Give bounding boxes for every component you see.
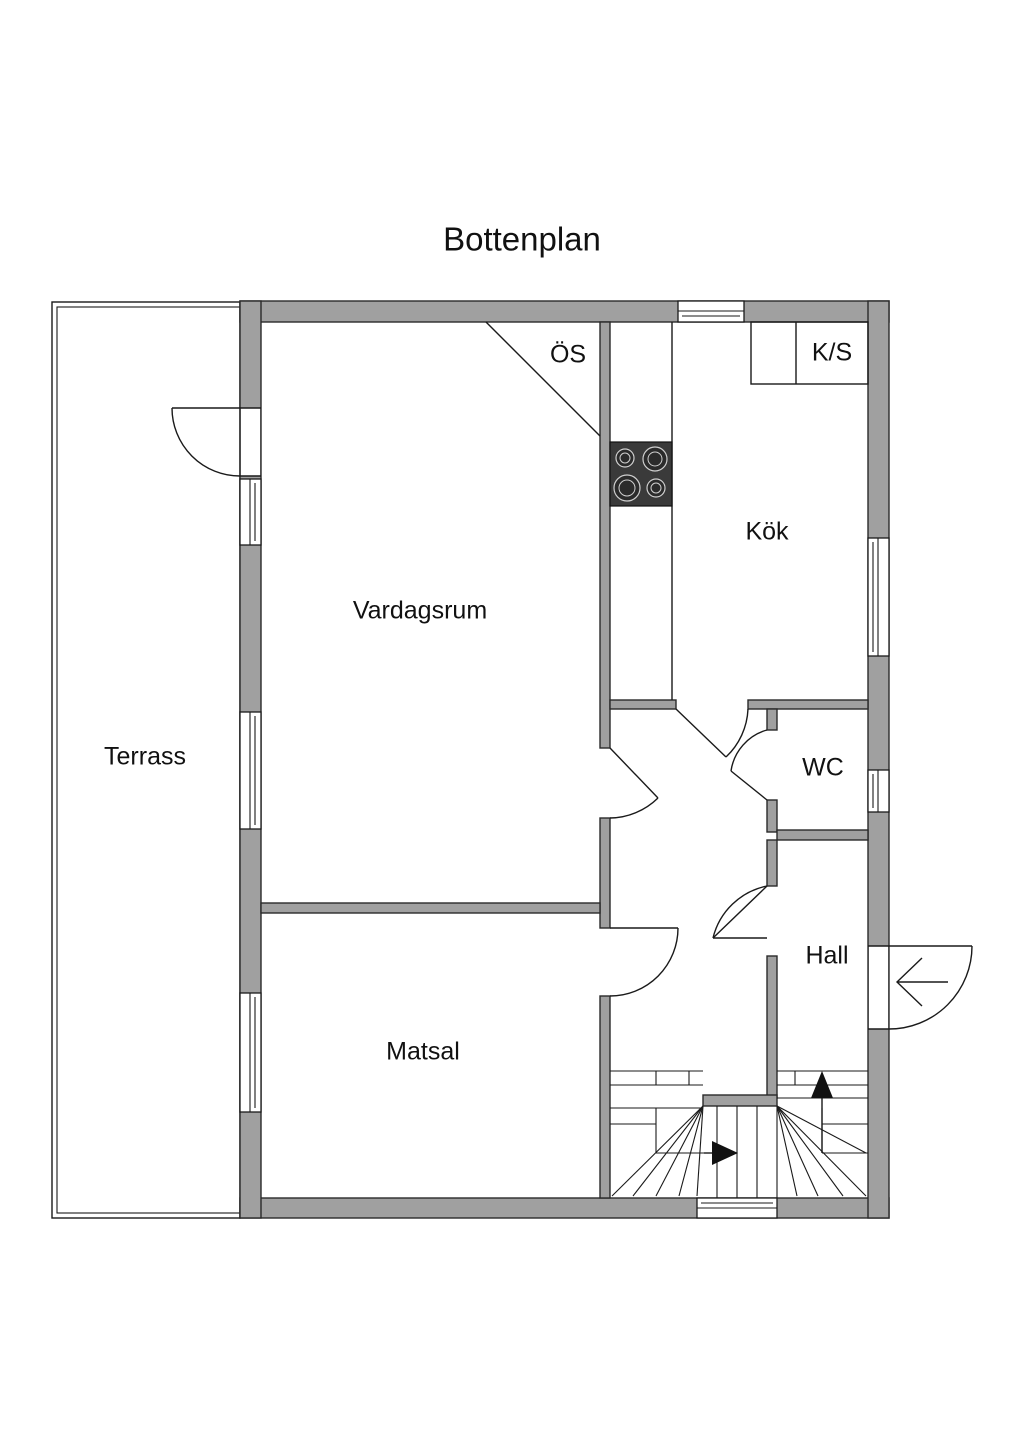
window-west-1 (239, 478, 262, 546)
window-west-3 (239, 992, 262, 1113)
wall-openings (240, 407, 889, 1030)
room-label-kok: Kök (745, 518, 789, 546)
staircase (610, 1070, 868, 1198)
room-label-wc: WC (802, 754, 844, 782)
stair-arrow-up-icon (811, 1071, 833, 1098)
windows (239, 300, 890, 1219)
door-terrace (171, 407, 241, 477)
door-entrance (888, 945, 973, 1030)
window-bottom-stairs (696, 1197, 778, 1219)
window-top-kitchen (677, 300, 745, 323)
room-label-hall: Hall (805, 942, 848, 970)
window-east-wc (867, 769, 890, 813)
room-label-os: ÖS (550, 341, 586, 369)
door-matsal (609, 927, 679, 997)
door-vardagsrum (609, 747, 659, 819)
outer-walls (239, 300, 890, 1219)
door-wc (730, 729, 768, 801)
room-label-ks: K/S (812, 339, 852, 367)
room-label-terrass: Terrass (104, 743, 186, 771)
window-west-2 (239, 711, 262, 830)
door-hall (712, 885, 768, 939)
doors (171, 407, 973, 1030)
entrance-arrow-icon (895, 957, 948, 1007)
room-label-vardagsrum: Vardagsrum (353, 597, 487, 625)
door-kok (675, 708, 749, 758)
stove-icon (609, 441, 673, 507)
kitchen-fittings (609, 321, 869, 700)
window-east-kitchen (867, 537, 890, 657)
room-label-matsal: Matsal (386, 1038, 460, 1066)
plan-title: Bottenplan (443, 221, 601, 258)
fireplace-line (485, 321, 601, 437)
stair-arrow-right-icon (712, 1141, 738, 1165)
interior-walls (260, 321, 869, 1199)
room-labels: Terrass Vardagsrum ÖS Kök K/S WC Hall Ma… (104, 339, 852, 1066)
